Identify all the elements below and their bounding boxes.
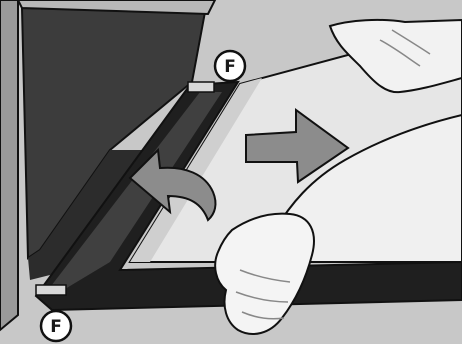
callout-f-top: F (213, 49, 247, 83)
oven-top-rim (16, 0, 217, 16)
callout-label-top: F (224, 57, 236, 77)
hand-bottom (214, 212, 315, 335)
glass-panel-shadow (130, 78, 262, 262)
hand-bottom-fingers (235, 269, 291, 320)
oven-cavity-floor (28, 150, 145, 280)
door-clip-bottom (35, 284, 67, 296)
hand-top-fingers (379, 29, 431, 67)
arrow-right-icon (245, 108, 350, 184)
door-clip-top (187, 81, 215, 93)
door-frame-inner-edge (48, 92, 222, 292)
curved-arrow-icon (128, 147, 217, 222)
callout-circle-top (213, 49, 247, 83)
callout-f-bottom: F (39, 309, 73, 343)
callout-label-bottom: F (50, 317, 62, 337)
callout-circle-bottom (39, 309, 73, 343)
hand-top-right (328, 18, 462, 94)
oven-side-wall (0, 0, 19, 332)
